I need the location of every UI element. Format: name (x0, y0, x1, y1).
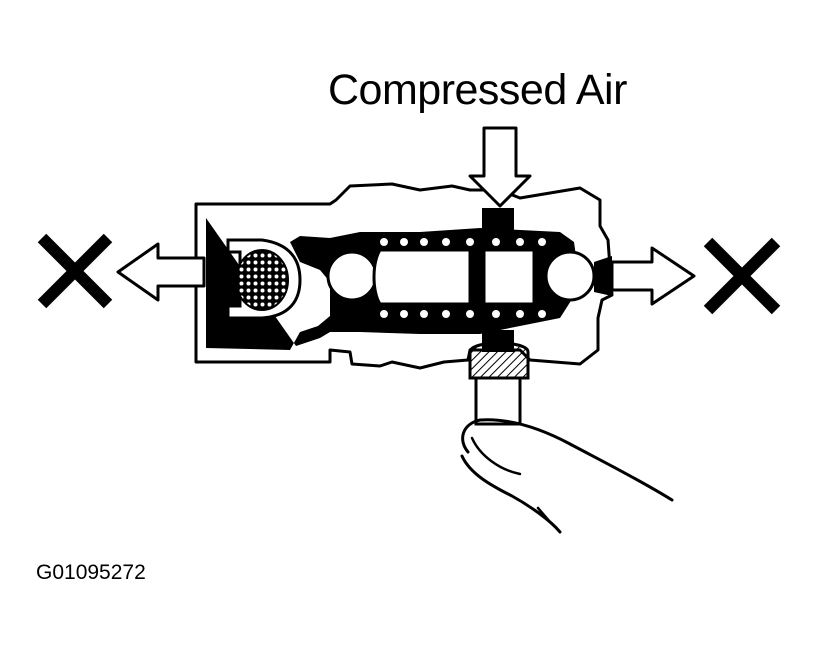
figure-code: G01095272 (36, 561, 146, 584)
finger (461, 418, 674, 502)
spring-chamber-right (482, 248, 536, 306)
right-outlet (594, 256, 612, 296)
inlet-port (482, 208, 514, 236)
x-mark-icon (37, 233, 113, 309)
fingernail (470, 436, 522, 476)
spring-coils-top (380, 238, 546, 246)
spring-chamber (372, 248, 472, 306)
filter-mesh (235, 249, 289, 311)
push-button (468, 341, 530, 380)
finger-crease (536, 506, 552, 524)
right-ball (544, 250, 596, 302)
arrow-down-icon (468, 126, 532, 208)
compressed-air-label: Compressed Air (328, 66, 627, 114)
arrow-right-icon (610, 246, 696, 306)
finger-underside (460, 454, 562, 534)
button-shaft (474, 376, 522, 426)
spring-coils-bottom (380, 310, 546, 318)
arrow-left-icon (116, 242, 206, 302)
left-ball (326, 250, 378, 302)
x-mark-icon (703, 237, 781, 315)
